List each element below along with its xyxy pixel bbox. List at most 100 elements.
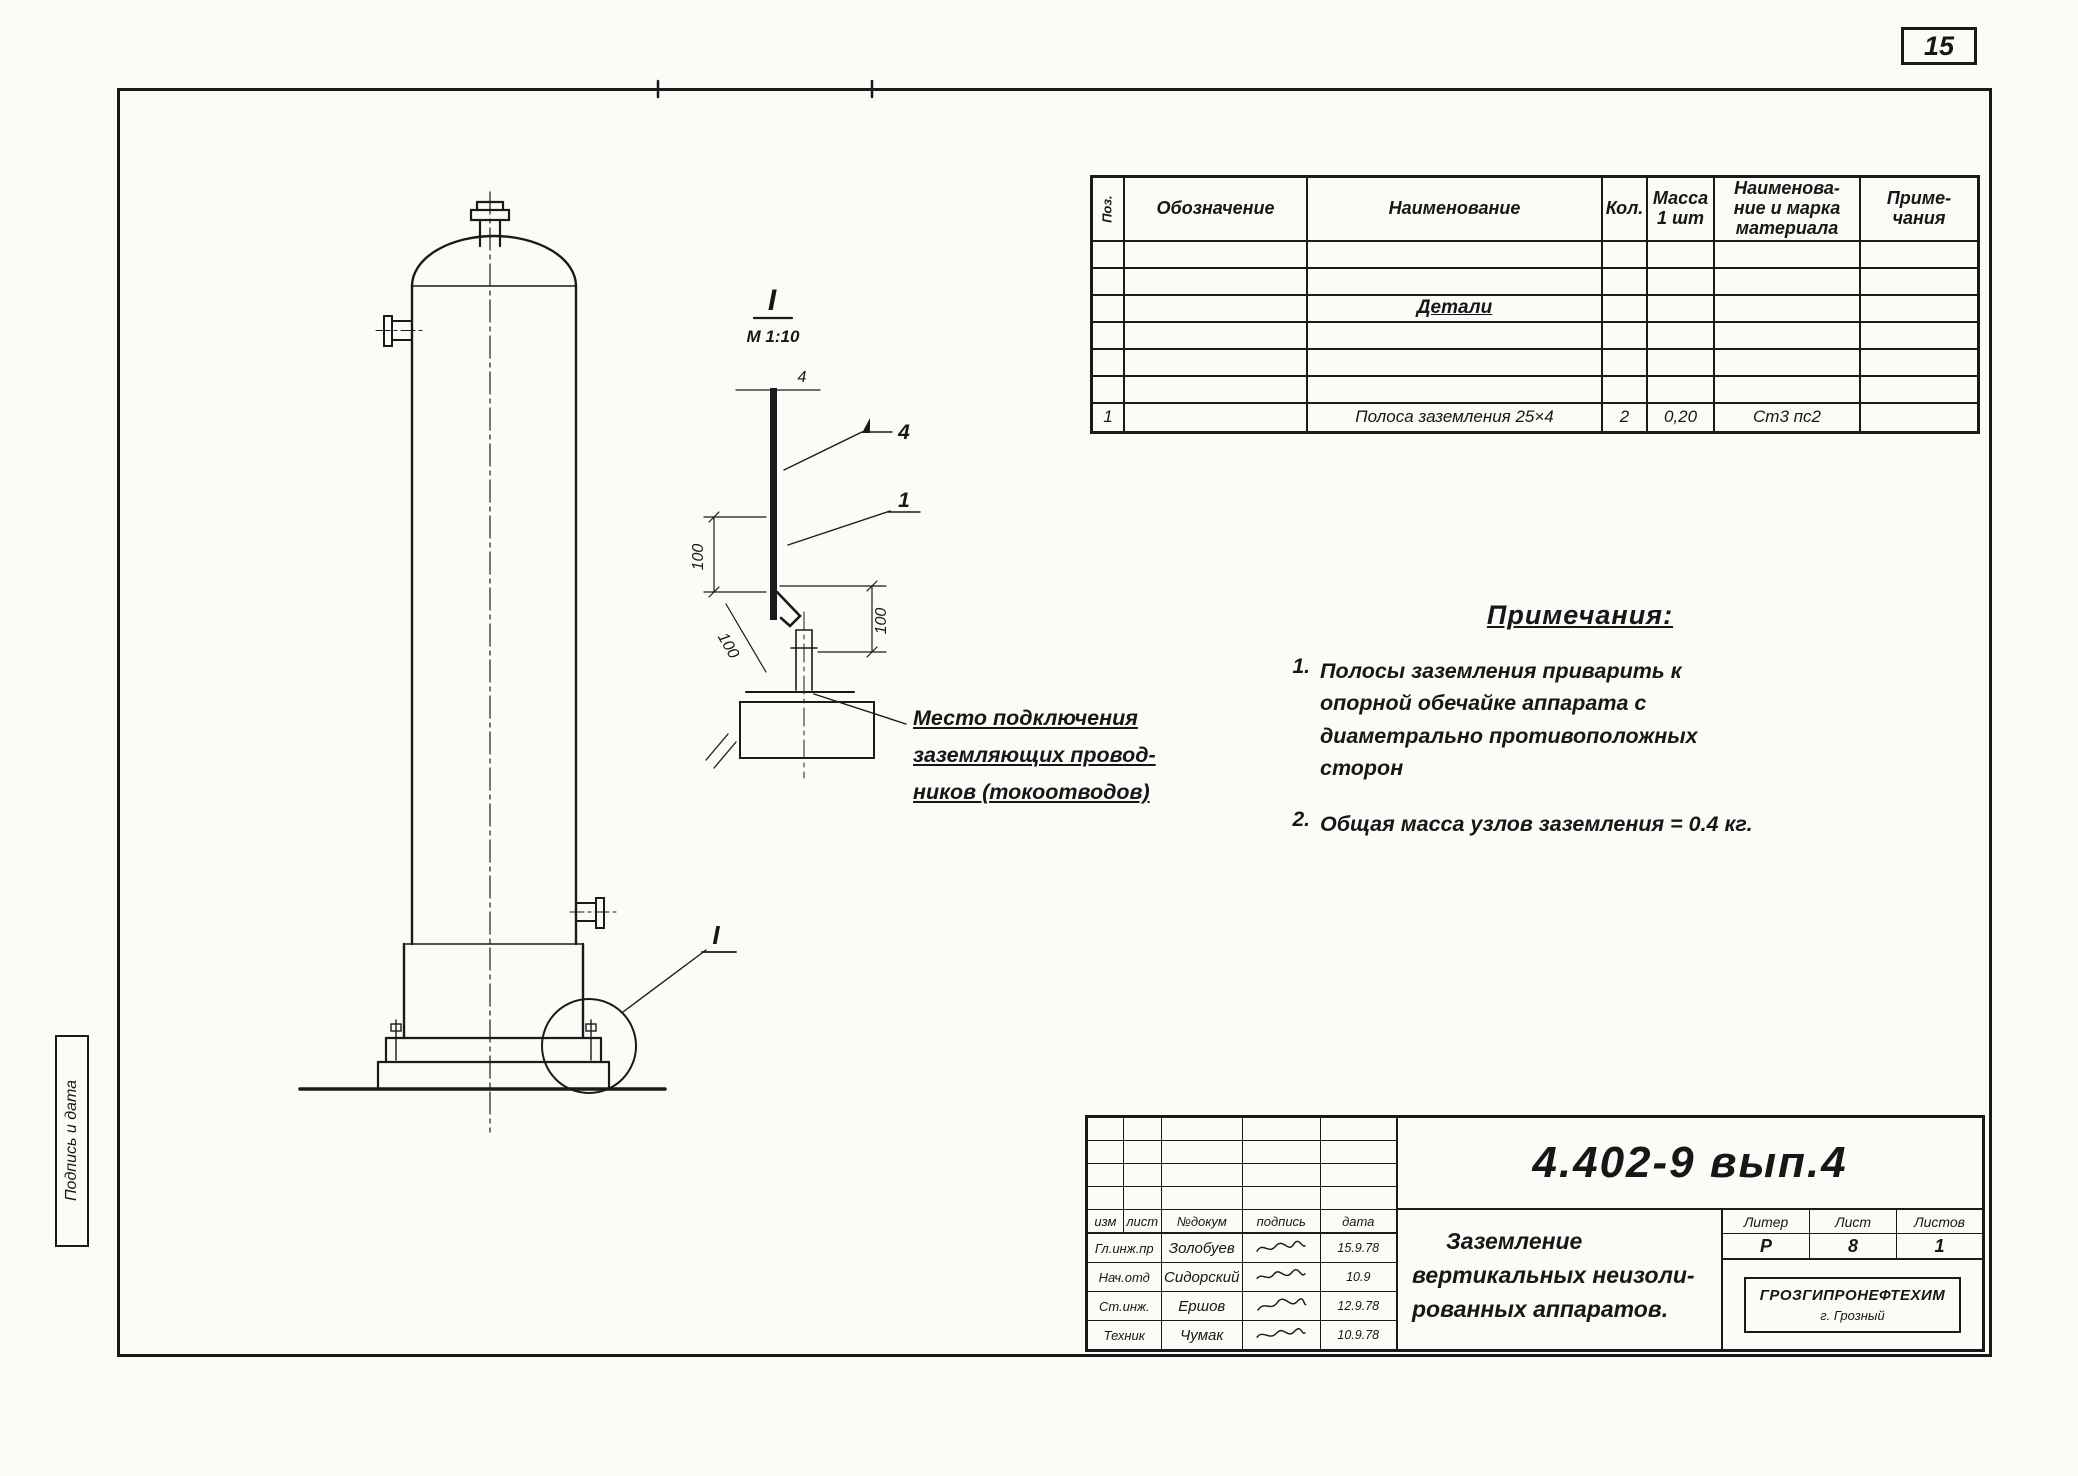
sig-role: Ст.инж. — [1088, 1292, 1162, 1320]
table-row-empty — [1093, 323, 1977, 350]
document-number: 4.402-9 вып.4 — [1398, 1118, 1982, 1210]
col-header-qty: Кол. — [1603, 178, 1648, 240]
top-nozzle — [469, 200, 511, 248]
empty-cell — [1088, 1118, 1124, 1140]
dimension-left-100 — [703, 511, 767, 598]
left-nozzle — [375, 315, 425, 347]
position-callout — [787, 510, 921, 546]
title-line: рованных аппаратов. — [1412, 1296, 1669, 1322]
list-value: 8 — [1810, 1234, 1897, 1258]
empty-cell — [1648, 377, 1715, 402]
empty-cell — [1125, 350, 1308, 375]
listov-value: 1 — [1934, 1235, 1945, 1256]
signature-row: Гл.инж.пр Золобуев 15.9.78 — [1088, 1234, 1396, 1263]
empty-cell — [1124, 1164, 1162, 1186]
detail-view-drawing — [703, 316, 921, 779]
empty-cell — [1243, 1141, 1321, 1163]
liter-section: Литер Лист Листов Р 8 1 ГРОЗГИПРОНЕФТЕХИ… — [1723, 1210, 1982, 1349]
signature-mark — [1243, 1321, 1321, 1349]
detail-leader-line — [622, 949, 707, 1013]
sheet-border-frame — [117, 88, 1992, 1357]
empty-cell — [1243, 1187, 1321, 1209]
grid-row-empty — [1088, 1164, 1396, 1187]
notes-section: Примечания: 1. Полосы заземления привари… — [1280, 600, 1880, 840]
liter-header: Литер — [1723, 1210, 1810, 1233]
empty-cell — [1162, 1164, 1243, 1186]
empty-cell — [1125, 296, 1308, 321]
empty-cell — [1243, 1118, 1321, 1140]
right-nozzle — [569, 897, 619, 929]
empty-cell — [1603, 377, 1648, 402]
empty-cell — [1861, 242, 1977, 267]
callout-leader-line — [813, 693, 907, 725]
title-line: Заземление — [1446, 1228, 1583, 1254]
page-number: 15 — [1901, 27, 1977, 65]
note-text: Общая масса узлов заземления = 0.4 кг. — [1320, 812, 1753, 836]
empty-cell — [1715, 269, 1861, 294]
dim-right-label: 100 — [873, 608, 890, 635]
empty-cell — [1124, 1141, 1162, 1163]
organization-city: г. Грозный — [1820, 1307, 1885, 1323]
detail-label: I — [768, 284, 777, 317]
empty-cell — [1125, 269, 1308, 294]
empty-cell — [1093, 296, 1125, 321]
note-item: 2. Общая масса узлов заземления = 0.4 кг… — [1280, 808, 1880, 840]
grounding-callout-text: Место подключения заземляющих провод- ни… — [913, 700, 1156, 811]
table-row-empty — [1093, 242, 1977, 269]
empty-cell — [1648, 269, 1715, 294]
callout-line: ников (токоотводов) — [913, 780, 1150, 804]
sig-name: Чумак — [1162, 1321, 1243, 1349]
empty-cell — [1861, 269, 1977, 294]
grid-row-empty — [1088, 1118, 1396, 1141]
cell-material: Ст3 пс2 — [1715, 404, 1861, 431]
base-ring — [376, 1036, 611, 1090]
cell-mass: 0,20 — [1648, 404, 1715, 431]
callout-line: заземляющих провод- — [913, 743, 1156, 767]
empty-cell — [1162, 1141, 1243, 1163]
sig-name: Золобуев — [1162, 1234, 1243, 1262]
sig-name: Сидорский — [1162, 1263, 1243, 1291]
cell-pos: 1 — [1093, 404, 1125, 431]
support-skirt — [402, 942, 585, 1040]
detail-scale-label: М 1:10 — [747, 327, 800, 346]
liter-values-row: Р 8 1 — [1723, 1234, 1982, 1260]
empty-cell — [1243, 1164, 1321, 1186]
sig-date: 10.9.78 — [1337, 1328, 1380, 1342]
empty-cell — [1162, 1187, 1243, 1209]
col-dokum: №докум — [1162, 1210, 1243, 1232]
empty-cell — [1861, 377, 1977, 402]
position-number-label: 1 — [898, 489, 910, 512]
empty-cell — [1648, 323, 1715, 348]
cell-designation — [1125, 404, 1308, 431]
sig-date: 12.9.78 — [1337, 1299, 1380, 1313]
anchor-bolts — [390, 1019, 597, 1061]
listov-header: Листов — [1914, 1213, 1965, 1230]
title-line: вертикальных неизоли- — [1412, 1262, 1695, 1288]
table-row-empty — [1093, 350, 1977, 377]
cell-name: Полоса заземления 25×4 — [1308, 404, 1603, 431]
weld-size-label: 4 — [897, 421, 910, 444]
empty-cell — [1648, 242, 1715, 267]
empty-cell — [1093, 269, 1125, 294]
weld-callout — [783, 418, 893, 471]
sig-date: 15.9.78 — [1337, 1241, 1380, 1255]
empty-cell — [1715, 377, 1861, 402]
strip-thickness-dim: 4 — [798, 369, 807, 386]
liter-header-row: Литер Лист Листов — [1723, 1210, 1982, 1234]
table-row-part: 1 Полоса заземления 25×4 2 0,20 Ст3 пс2 — [1093, 404, 1977, 431]
signature-mark — [1243, 1263, 1321, 1291]
col-list: лист — [1124, 1210, 1162, 1232]
empty-cell — [1648, 296, 1715, 321]
empty-cell — [1162, 1118, 1243, 1140]
empty-cell — [1093, 242, 1125, 267]
liter-value: Р — [1723, 1234, 1810, 1258]
title-block-left-grid: изм лист №докум подпись дата Гл.инж.пр З… — [1088, 1118, 1398, 1349]
empty-cell — [1088, 1164, 1124, 1186]
table-row-section: Детали — [1093, 296, 1977, 323]
empty-cell — [1715, 350, 1861, 375]
empty-cell — [1088, 1187, 1124, 1209]
empty-cell — [1603, 323, 1648, 348]
callout-line: Место подключения — [913, 706, 1138, 730]
table-row-empty — [1093, 377, 1977, 404]
